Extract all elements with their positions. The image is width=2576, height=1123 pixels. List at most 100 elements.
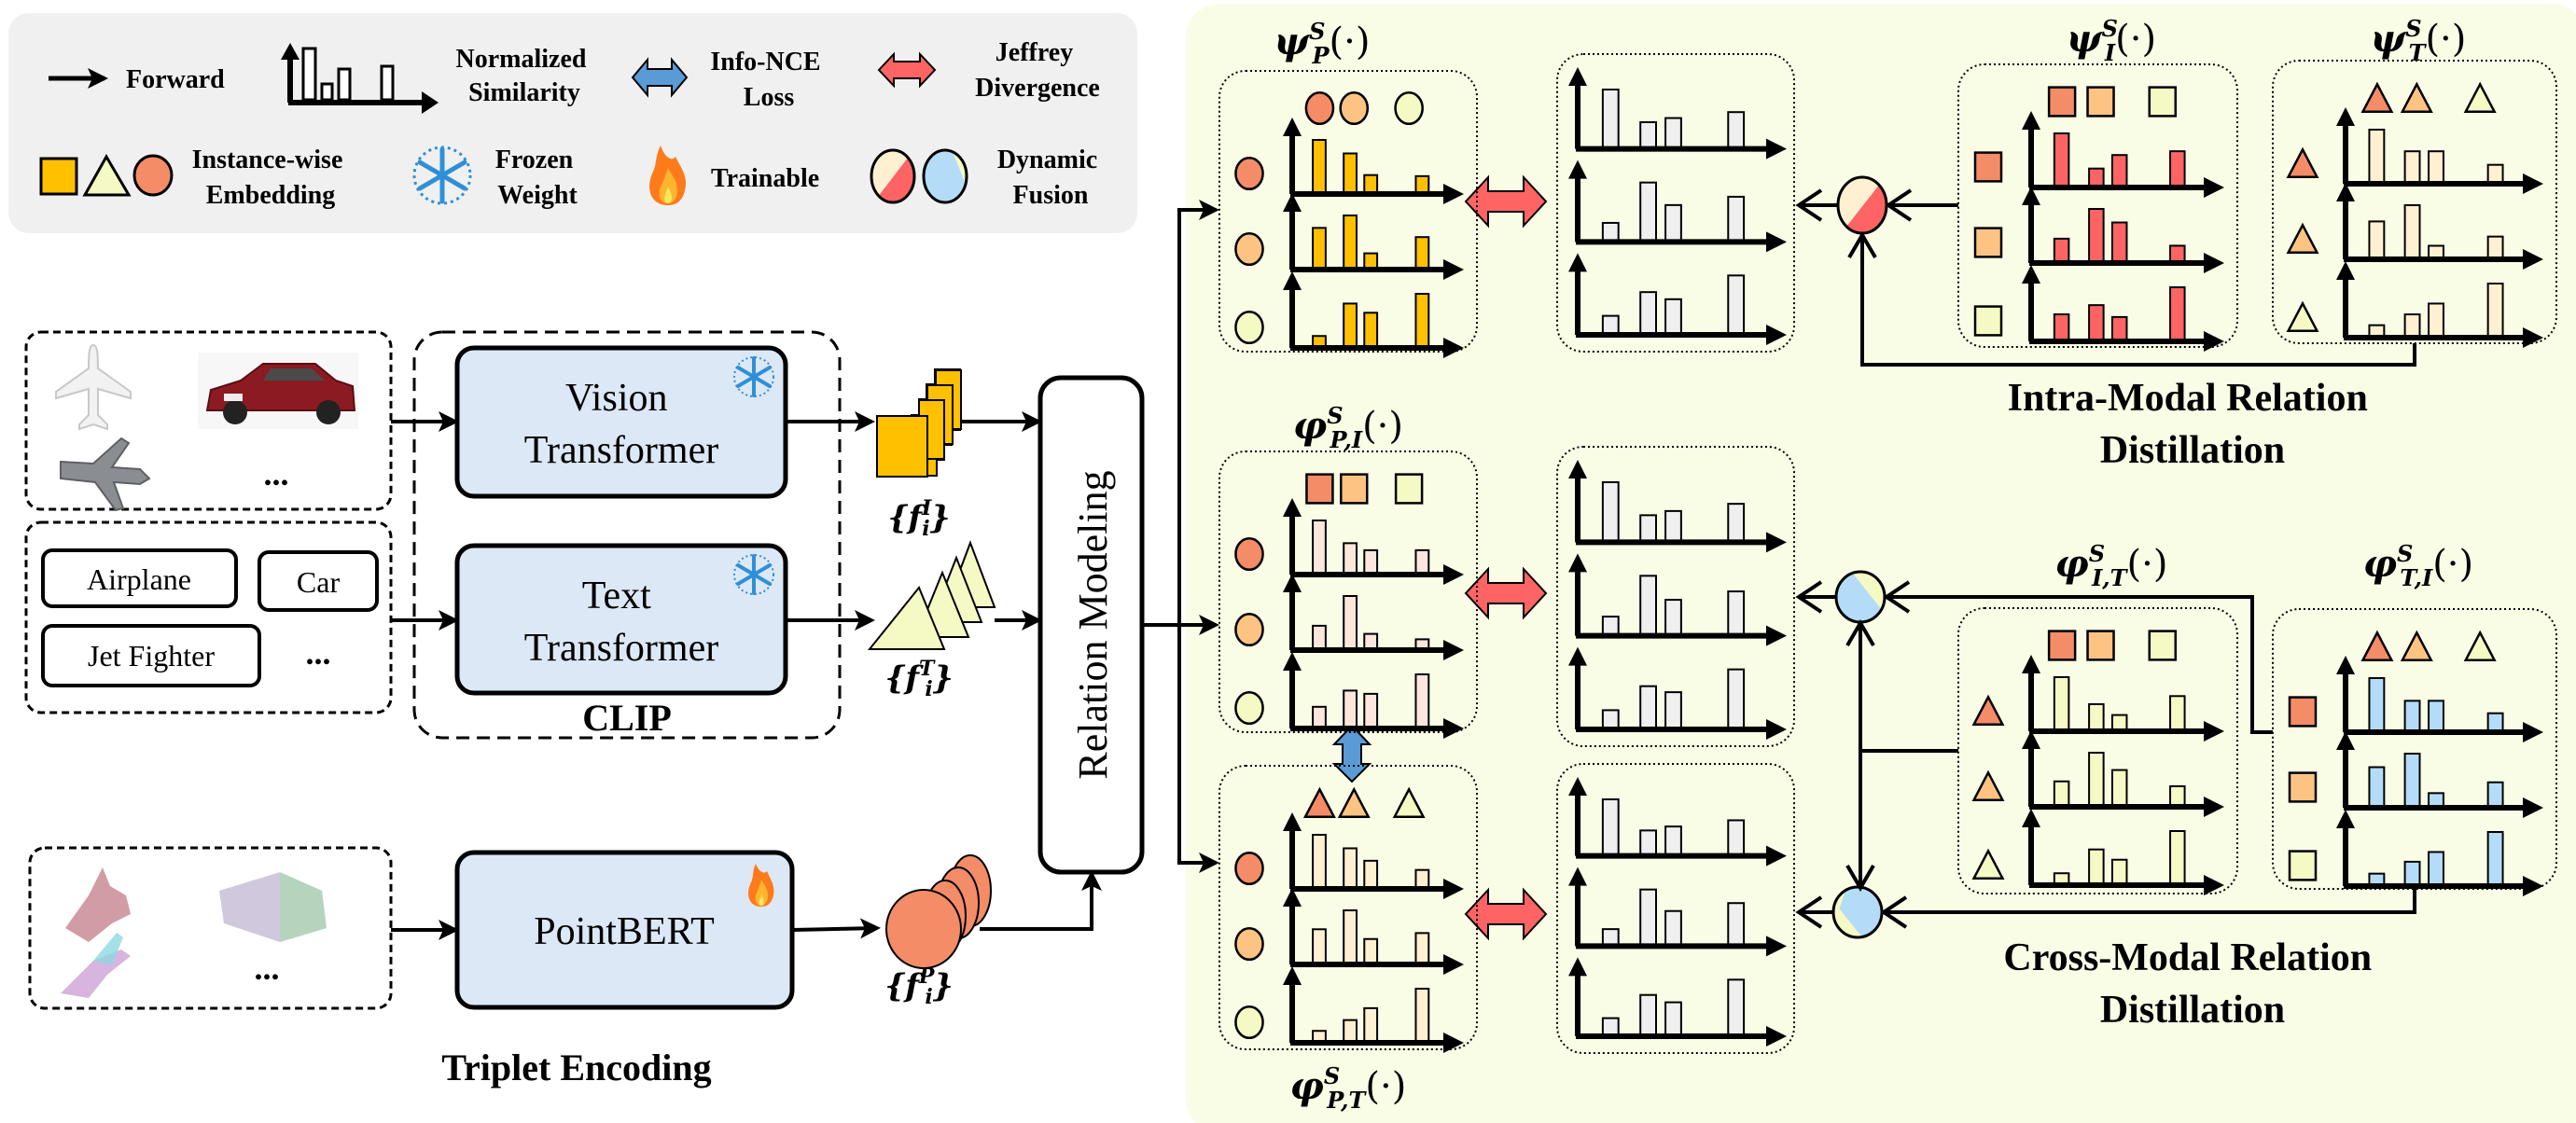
distillation-background	[1186, 4, 2576, 1123]
similarity-chart-row-2	[2336, 731, 2543, 818]
y-axis-arrowhead	[1283, 888, 1302, 907]
similarity-bar	[1363, 859, 1379, 891]
relation-block-phi-pi	[1218, 451, 1478, 739]
y-axis-arrowhead	[1568, 957, 1587, 977]
chart-axes	[2028, 668, 2206, 734]
x-axis-arrowhead	[1766, 845, 1787, 867]
similarity-chart-row-2	[1283, 888, 1464, 975]
legend-forward-label: Forward	[126, 65, 225, 94]
similarity-bar	[2486, 831, 2504, 887]
relation-block-phi-it	[1957, 607, 2238, 895]
y-axis-arrowhead	[2022, 111, 2040, 130]
chart-axes	[2028, 124, 2206, 190]
chart-axes	[1575, 790, 1768, 859]
chart-axes	[2028, 743, 2206, 810]
info-nce-arrow	[1331, 724, 1372, 783]
x-axis-arrowhead	[1443, 338, 1464, 358]
x-axis-arrowhead	[2523, 876, 2543, 896]
jeffrey-arrow-cross-i	[1464, 566, 1548, 620]
column-instance-square-icon	[2047, 86, 2077, 118]
line-phi-ti-to-fusion-t	[1884, 889, 2416, 914]
similarity-bar	[1727, 668, 1746, 731]
chart-axes	[1575, 266, 1768, 338]
similarity-bar	[1343, 152, 1358, 195]
similarity-bar	[1601, 616, 1620, 637]
similarity-bar	[1727, 902, 1746, 948]
similarity-bar	[1639, 829, 1657, 857]
fused-similarity-chart-row-2	[1568, 159, 1787, 253]
relation-block-phi-ti	[2272, 608, 2557, 896]
x-axis-arrowhead	[1766, 138, 1787, 159]
text-chip-airplane	[41, 548, 238, 608]
chart-axes	[2343, 120, 2525, 187]
y-axis-arrowhead	[1568, 253, 1587, 272]
similarity-bar	[1664, 298, 1682, 336]
similarity-bar	[1312, 705, 1327, 729]
x-axis-arrowhead	[1766, 625, 1787, 646]
row-instance-square-icon	[1973, 151, 2003, 183]
text-frozen-snowflake-icon	[733, 554, 774, 595]
y-axis-arrowhead	[1283, 574, 1302, 592]
column-instance-triangle-icon	[2400, 81, 2433, 113]
fused-similarity-chart-row-3	[1568, 646, 1787, 740]
similarity-bar	[2368, 220, 2386, 260]
similarity-bar	[1343, 847, 1358, 890]
legend-dynamic-fusion-label: Dynamic Fusion	[997, 146, 1104, 210]
flame-icon	[649, 146, 687, 205]
x-axis-arrowhead	[1443, 954, 1464, 975]
airplane-image	[55, 343, 132, 431]
line-phi-ti-to-fusion-i	[1887, 595, 2273, 734]
similarity-bar	[1727, 274, 1746, 337]
similarity-bar	[1312, 520, 1327, 575]
similarity-bar	[1664, 509, 1682, 544]
similarity-chart-row-2	[2022, 730, 2224, 817]
row-instance-square-icon	[2288, 850, 2318, 881]
relation-block-psi-p	[1218, 70, 1478, 358]
chart-axes	[1289, 979, 1445, 1046]
similarity-bar	[1343, 595, 1358, 651]
chart-axes	[1289, 284, 1445, 351]
chart-axes	[2028, 200, 2206, 266]
similarity-chart-row-2	[2336, 183, 2543, 270]
column-instance-circle-icon	[1339, 90, 1370, 126]
y-axis-arrowhead	[1283, 118, 1302, 136]
similarity-chart-row-3	[2336, 810, 2543, 896]
column-instance-triangle-icon	[2463, 81, 2497, 113]
column-instance-triangle-icon	[2360, 81, 2394, 113]
chart-axes	[1289, 206, 1445, 272]
row-instance-square-icon	[2288, 771, 2318, 803]
text-chip-jet-fighter	[41, 624, 261, 687]
similarity-bar	[2110, 221, 2128, 264]
chart-axes	[2028, 822, 2206, 888]
row-instance-square-icon	[2288, 696, 2318, 728]
similarity-bar	[2169, 784, 2186, 809]
jet-fighter-image	[60, 437, 151, 512]
text-ellipsis: ...	[306, 634, 331, 672]
y-axis-arrowhead	[1283, 271, 1302, 290]
fused-block-fused-phi-T	[1556, 763, 1795, 1054]
column-instance-square-icon	[2148, 630, 2178, 661]
similarity-bar	[2428, 150, 2444, 185]
text-chip-car	[258, 550, 379, 612]
similarity-bar	[1363, 312, 1379, 349]
intra-fusion-icon	[870, 148, 916, 204]
column-instance-triangle-icon	[1337, 786, 1371, 818]
similarity-bar	[2428, 851, 2444, 888]
row-instance-circle-icon	[1234, 231, 1264, 267]
similarity-bar	[1639, 993, 1657, 1038]
legend: Forward Normalized Similarity Info-NCE L…	[8, 13, 1137, 233]
similarity-bar	[1727, 819, 1746, 857]
x-axis-arrowhead	[1766, 532, 1787, 553]
chart-axes	[2343, 274, 2525, 340]
point-cloud-airplane-color	[61, 933, 131, 998]
chart-axes	[2343, 744, 2525, 811]
relation-block-frame	[1218, 70, 1478, 353]
similarity-bar	[2368, 677, 2386, 733]
similarity-bar	[1312, 227, 1327, 270]
similarity-bar	[2169, 150, 2186, 188]
